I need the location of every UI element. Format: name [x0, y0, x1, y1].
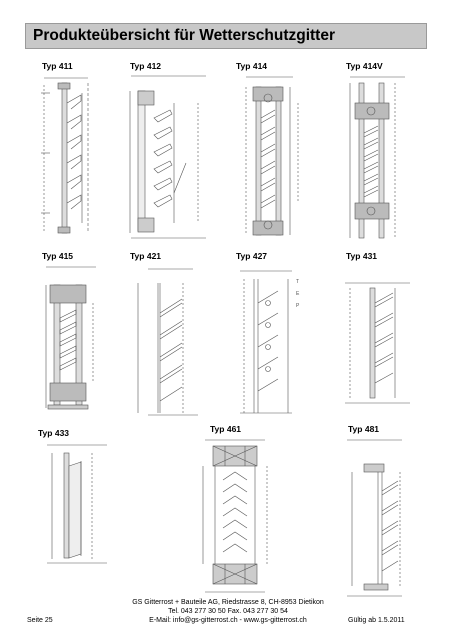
drawing-typ421 [128, 263, 208, 423]
svg-text:P: P [296, 303, 300, 309]
svg-text:E: E [296, 291, 300, 297]
product-label-typ427: Typ 427 [236, 251, 268, 261]
product-label-typ414v: Typ 414V [346, 61, 383, 71]
product-label-typ461: Typ 461 [210, 424, 242, 434]
drawing-typ481 [342, 436, 412, 601]
page-header: Produkteübersicht für Wetterschutzgitter [25, 23, 427, 49]
footer-page-number: Seite 25 [27, 617, 53, 624]
footer-company-info: GS Gitterrost + Bauteile AG, Riedstrasse… [103, 598, 353, 625]
product-label-typ415: Typ 415 [42, 251, 74, 261]
drawing-typ414 [238, 73, 303, 243]
page-title: Produkteübersicht für Wetterschutzgitter [33, 27, 336, 44]
footer-contact: E-Mail: info@gs-gitterrost.ch - www.gs-g… [149, 617, 307, 624]
drawing-typ427: T E P [232, 263, 312, 418]
product-label-typ411: Typ 411 [42, 61, 73, 71]
footer-company: GS Gitterrost + Bauteile AG, Riedstrasse… [132, 599, 324, 606]
product-label-typ481: Typ 481 [348, 424, 380, 434]
drawing-typ431 [340, 263, 415, 423]
product-label-typ421: Typ 421 [130, 251, 162, 261]
footer-valid-date: Gültig ab 1.5.2011 [348, 617, 405, 624]
drawing-typ411 [38, 73, 93, 238]
svg-text:T: T [296, 279, 299, 285]
drawing-typ415 [38, 263, 103, 418]
product-label-typ412: Typ 412 [130, 61, 162, 71]
product-label-typ414: Typ 414 [236, 61, 268, 71]
drawing-typ414v [345, 73, 410, 243]
product-label-typ433: Typ 433 [38, 428, 70, 438]
drawing-typ412 [126, 73, 211, 243]
drawing-typ433 [42, 441, 112, 571]
drawing-typ461 [195, 436, 275, 596]
product-label-typ431: Typ 431 [346, 251, 378, 261]
footer-phone: Tel. 043 277 30 50 Fax. 043 277 30 54 [168, 608, 288, 615]
